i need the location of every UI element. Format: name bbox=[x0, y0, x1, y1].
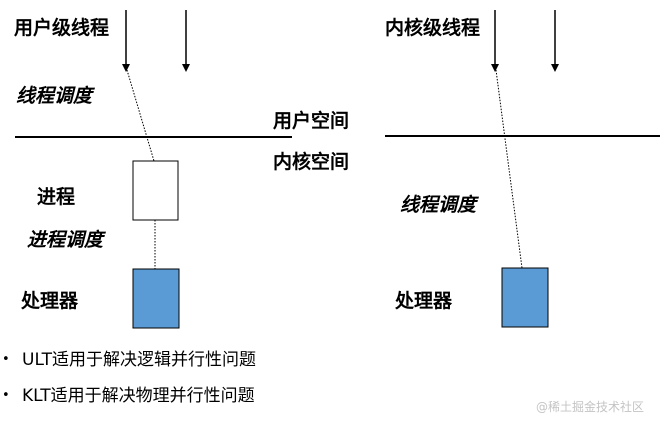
process-label: 进程 bbox=[37, 186, 76, 208]
watermark: @稀土掘金技术社区 bbox=[536, 400, 645, 414]
user-space-label: 用户空间 bbox=[273, 110, 350, 132]
process-box bbox=[132, 160, 179, 221]
right-schedule-dotted-line bbox=[495, 69, 523, 269]
right-processor-label: 处理器 bbox=[395, 290, 453, 312]
left-title: 用户级线程 bbox=[14, 17, 110, 39]
left-thread-schedule-label: 线程调度 bbox=[16, 85, 93, 107]
bullet-item: • KLT适用于解决物理并行性问题 bbox=[2, 388, 255, 405]
bullet-dot-icon: • bbox=[2, 388, 10, 403]
right-thread-schedule-label: 线程调度 bbox=[400, 194, 477, 216]
left-processor-box bbox=[132, 268, 180, 329]
right-title: 内核级线程 bbox=[385, 17, 481, 39]
left-schedule-dotted-line bbox=[126, 69, 155, 162]
bullet-text: KLT适用于解决物理并行性问题 bbox=[22, 386, 255, 406]
process-schedule-label: 进程调度 bbox=[27, 229, 104, 251]
right-processor-box bbox=[501, 267, 549, 328]
kernel-space-label: 内核空间 bbox=[273, 151, 350, 173]
bullet-dot-icon: • bbox=[2, 352, 10, 367]
bullet-text: ULT适用于解决逻辑并行性问题 bbox=[22, 350, 256, 370]
left-processor-label: 处理器 bbox=[21, 290, 79, 312]
bullet-item: • ULT适用于解决逻辑并行性问题 bbox=[2, 352, 256, 369]
